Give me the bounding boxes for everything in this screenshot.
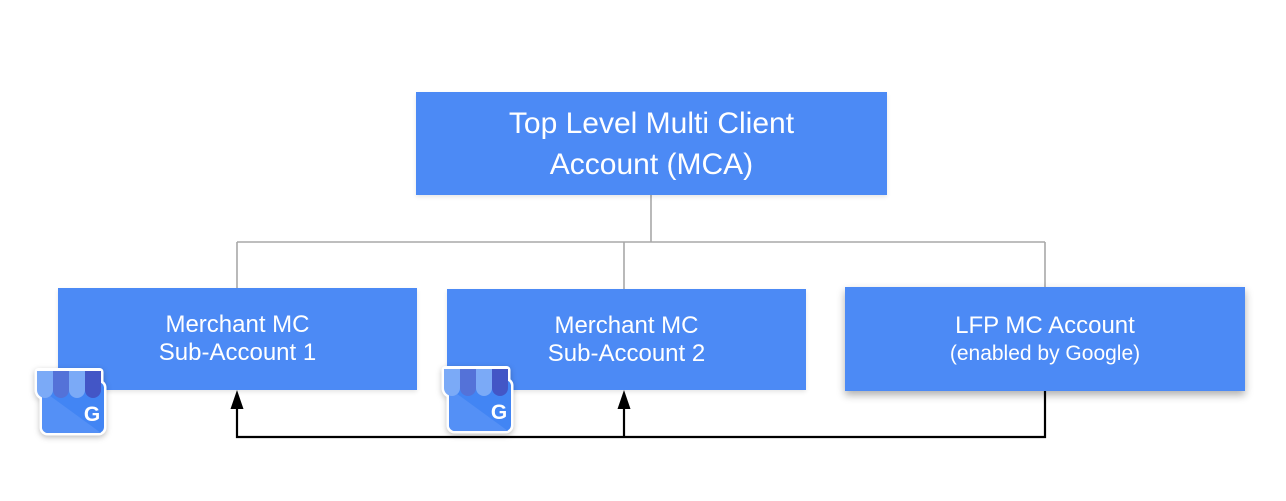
node-lfp-mc-account-line2: (enabled by Google) bbox=[949, 342, 1141, 365]
storefront-awning bbox=[444, 369, 508, 396]
google-g-letter: G bbox=[491, 401, 507, 424]
node-top-level-mca-line1: Top Level Multi Client bbox=[508, 106, 795, 140]
node-merchant-sub-account-1-line1: Merchant MC bbox=[165, 311, 310, 338]
node-top-level-mca: Top Level Multi Client Account (MCA) bbox=[416, 92, 887, 195]
node-merchant-sub-account-2-line2: Sub-Account 2 bbox=[547, 339, 706, 367]
node-top-level-mca-line2: Account (MCA) bbox=[549, 147, 754, 181]
node-merchant-sub-account-2-line1: Merchant MC bbox=[554, 311, 699, 339]
arrowhead-into-sub1 bbox=[230, 390, 244, 409]
node-merchant-sub-account-1-line2: Sub-Account 1 bbox=[158, 339, 317, 366]
tree-connector-lines bbox=[236, 195, 1046, 289]
node-merchant-sub-account-1: Merchant MC Sub-Account 1 bbox=[58, 288, 417, 390]
node-lfp-mc-account: LFP MC Account (enabled by Google) bbox=[845, 287, 1245, 391]
arrowhead-into-sub2 bbox=[617, 390, 631, 409]
google-business-icon: G bbox=[34, 368, 107, 436]
google-g-letter: G bbox=[84, 403, 100, 426]
google-business-icon: G bbox=[441, 366, 514, 434]
storefront-awning bbox=[37, 371, 101, 398]
lfp-feed-line bbox=[235, 391, 1047, 439]
node-lfp-mc-account-line1: LFP MC Account bbox=[955, 312, 1135, 339]
